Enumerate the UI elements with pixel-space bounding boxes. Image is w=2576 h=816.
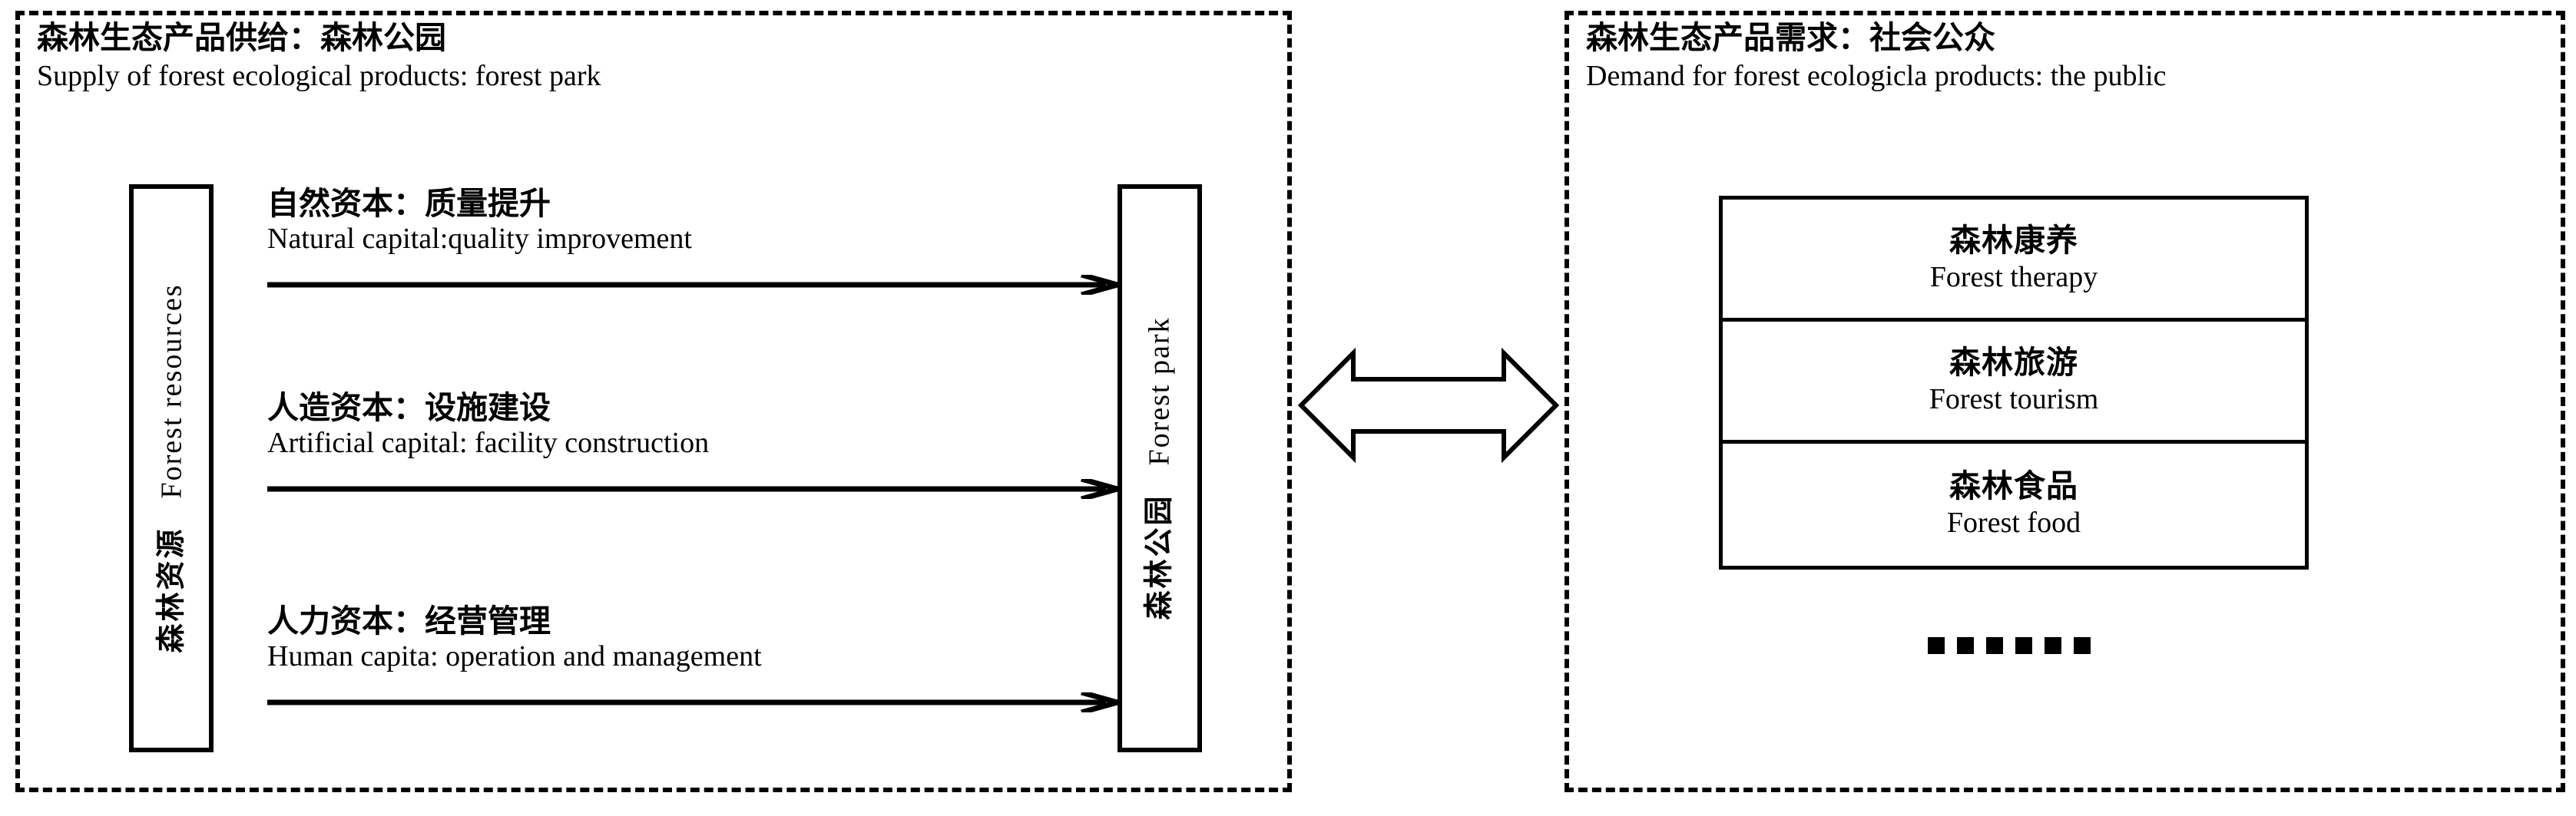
ellipsis-dots [1928, 637, 2091, 654]
supply-panel [15, 11, 1292, 792]
arrow-right-icon [267, 476, 1128, 502]
flow-arrow-natural-capital [267, 272, 1128, 298]
list-item: 森林康养 Forest therapy [1723, 200, 2305, 322]
flow-label-artificial-capital: 人造资本：设施建设 Artificial capital: facility c… [267, 390, 709, 461]
ellipsis-dot [2074, 637, 2091, 654]
demand-item-forest-food-en: Forest food [1946, 507, 2081, 540]
ellipsis-dot [1928, 637, 1945, 654]
flow-label-human-capital-en: Human capita: operation and management [267, 640, 762, 673]
arrow-right-icon [267, 689, 1128, 715]
demand-item-forest-tourism-en: Forest tourism [1929, 382, 2099, 415]
demand-item-forest-therapy-cn: 森林康养 [1949, 222, 2078, 258]
forest-resources-label: 森林资源 Forest resources [155, 283, 187, 653]
forest-park-box: 森林公园 Forest park [1117, 184, 1202, 752]
forest-resources-label-en: Forest resources [155, 283, 187, 499]
flow-label-human-capital-cn: 人力资本：经营管理 [267, 603, 551, 639]
flow-label-artificial-capital-cn: 人造资本：设施建设 [267, 390, 551, 425]
ellipsis-dot [2045, 637, 2061, 654]
flow-label-natural-capital-en: Natural capital:quality improvement [267, 223, 692, 256]
demand-panel-title-en: Demand for forest ecologicla products: t… [1586, 60, 2167, 92]
forest-park-label-en: Forest park [1144, 316, 1177, 466]
forest-park-label: 森林公园 Forest park [1144, 316, 1177, 620]
supply-panel-title-cn: 森林生态产品供给：森林公园 [37, 20, 446, 55]
flow-label-human-capital: 人力资本：经营管理 Human capita: operation and ma… [267, 603, 762, 675]
flow-label-natural-capital: 自然资本：质量提升 Natural capital:quality improv… [267, 186, 692, 257]
demand-item-forest-tourism-cn: 森林旅游 [1949, 344, 2078, 380]
forest-resources-box: 森林资源 Forest resources [129, 184, 214, 752]
flow-arrow-human-capital [267, 689, 1128, 715]
ellipsis-dot [2015, 637, 2032, 654]
demand-item-forest-food-cn: 森林食品 [1949, 468, 2078, 504]
flow-label-natural-capital-cn: 自然资本：质量提升 [267, 186, 551, 221]
ellipsis-dot [1957, 637, 1974, 654]
forest-resources-label-cn: 森林资源 [155, 527, 187, 653]
demand-items-list: 森林康养 Forest therapy 森林旅游 Forest tourism … [1719, 196, 2309, 570]
flow-arrow-artificial-capital [267, 476, 1128, 502]
demand-item-forest-therapy-en: Forest therapy [1929, 260, 2098, 293]
list-item: 森林旅游 Forest tourism [1723, 322, 2305, 444]
demand-panel-title-cn: 森林生态产品需求：社会公众 [1586, 20, 1995, 55]
arrow-right-icon [267, 272, 1128, 298]
list-item: 森林食品 Forest food [1723, 444, 2305, 566]
flow-label-artificial-capital-en: Artificial capital: facility constructio… [267, 427, 710, 460]
supply-panel-title-en: Supply of forest ecological products: fo… [37, 60, 601, 92]
forest-park-label-cn: 森林公园 [1144, 494, 1177, 620]
double-headed-arrow-icon [1297, 347, 1560, 464]
ellipsis-dot [1986, 637, 2003, 654]
supply-demand-link [1297, 344, 1560, 467]
